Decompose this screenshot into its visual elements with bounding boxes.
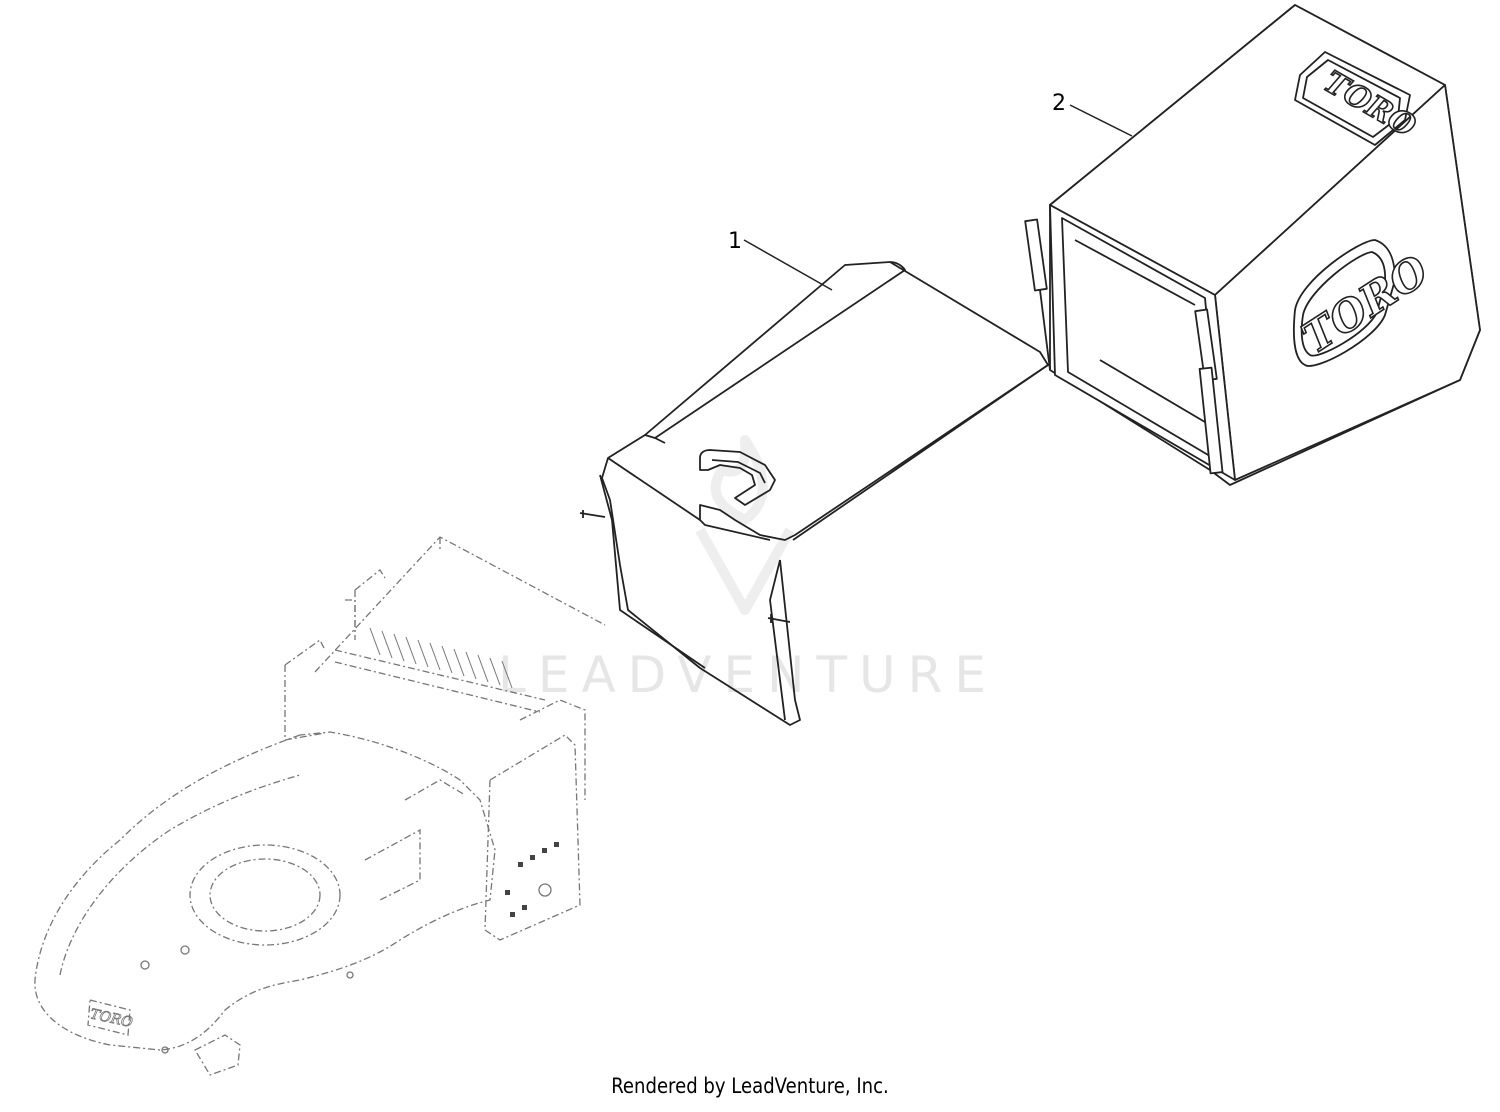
- callout-2-number: 2: [1052, 91, 1066, 116]
- callout-1-number: 1: [728, 229, 742, 254]
- render-credit: Rendered by LeadVenture, Inc.: [611, 1074, 889, 1098]
- watermark-logo-icon: [695, 435, 795, 615]
- watermark-text: LEADVENTURE: [498, 646, 998, 704]
- grass-bag: [1024, 4, 1481, 486]
- bag-frame: [579, 261, 1049, 726]
- callout-2: 2: [1052, 91, 1133, 137]
- watermark: LEADVENTURE: [498, 435, 998, 704]
- mower-deck: TORO: [34, 536, 606, 1076]
- side-plate-holes: [505, 842, 559, 917]
- callout-1-leader: [743, 239, 833, 291]
- mower-bristles: [369, 627, 513, 689]
- callout-2-leader: [1069, 104, 1133, 137]
- deck-logo: TORO: [89, 1006, 135, 1031]
- callout-1: 1: [728, 229, 833, 291]
